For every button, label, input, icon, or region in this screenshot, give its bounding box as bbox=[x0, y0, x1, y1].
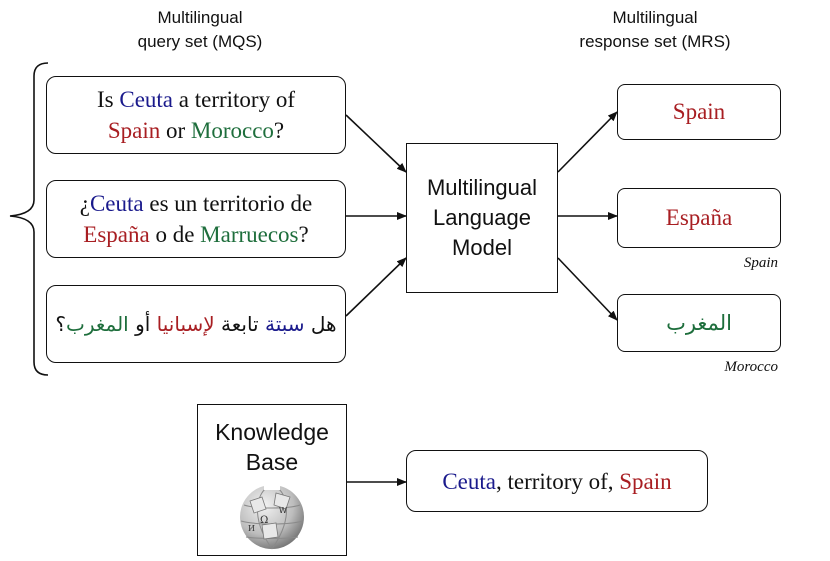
arrow-model-to-response-1 bbox=[557, 111, 618, 173]
mqs-brace bbox=[9, 62, 49, 376]
kb-label-line-1: Knowledge bbox=[215, 419, 329, 445]
mrs-header-line-2: response set (MRS) bbox=[579, 32, 731, 51]
query-line-0-segment-1: Ceuta bbox=[119, 87, 174, 112]
query-box-arabic: هل سبتة تابعة لإسبانيا أو المغرب؟ bbox=[46, 285, 346, 363]
arrow-query-3-to-model bbox=[345, 257, 407, 317]
triple-segment-2: Spain bbox=[619, 468, 672, 494]
query-line-0-segment-3: لإسبانيا bbox=[156, 311, 215, 336]
triple-segment-0: Ceuta bbox=[442, 468, 496, 494]
query-line-0-segment-2: تابعة bbox=[214, 311, 265, 336]
response-text: Spain bbox=[672, 99, 726, 124]
query-line-0-segment-2: a territory of bbox=[173, 87, 295, 112]
query-line-1: España o de Marruecos? bbox=[80, 219, 313, 250]
model-label-line-1: Multilingual bbox=[426, 175, 538, 200]
query-line-0: ¿Ceuta es un territorio de bbox=[80, 188, 313, 219]
response-text: المغرب bbox=[666, 311, 732, 335]
response-text: España bbox=[665, 205, 733, 230]
query-line-1-segment-3: ? bbox=[273, 118, 285, 143]
query-line-0-segment-2: es un territorio de bbox=[143, 191, 313, 216]
knowledge-base-box: Knowledge Base Ω W И bbox=[197, 404, 347, 556]
query-line-0-segment-4: أو bbox=[128, 311, 157, 336]
knowledge-triple-box: Ceuta, territory of, Spain bbox=[406, 450, 708, 512]
mqs-header-line-1: Multilingual bbox=[157, 8, 243, 27]
wikipedia-globe-icon: Ω W И bbox=[240, 483, 304, 550]
query-line-0-segment-1: Ceuta bbox=[89, 191, 144, 216]
mrs-header: Multilingual response set (MRS) bbox=[535, 6, 775, 54]
query-line-1-segment-0: Spain bbox=[107, 118, 161, 143]
arrow-model-to-response-3 bbox=[557, 257, 618, 321]
query-line-1-segment-2: Morocco bbox=[190, 118, 274, 143]
svg-text:Ω: Ω bbox=[260, 515, 268, 526]
model-label-line-3: Model bbox=[452, 235, 512, 260]
query-line-0-segment-0: Is bbox=[96, 87, 120, 112]
response-box-3: المغرب bbox=[617, 294, 781, 352]
mrs-header-line-1: Multilingual bbox=[612, 8, 698, 27]
mqs-header-line-2: query set (MQS) bbox=[137, 32, 263, 51]
query-line-0-segment-0: ¿ bbox=[79, 191, 90, 216]
model-label-line-2: Language bbox=[433, 205, 531, 230]
response-gloss-2: Spain bbox=[743, 255, 778, 271]
query-line-1-segment-1: o de bbox=[149, 222, 201, 247]
query-line-0-segment-0: هل bbox=[304, 311, 337, 336]
mqs-header: Multilingual query set (MQS) bbox=[80, 6, 320, 54]
query-text: هل سبتة تابعة لإسبانيا أو المغرب؟ bbox=[55, 309, 336, 340]
response-box-1: Spain bbox=[617, 84, 781, 140]
triple-text: Ceuta, territory of, Spain bbox=[442, 466, 671, 497]
query-line-1-segment-1: or bbox=[160, 118, 191, 143]
response-gloss-3: Morocco bbox=[724, 359, 778, 375]
triple-segment-1: , territory of, bbox=[496, 468, 620, 494]
query-line-0-segment-6: ؟ bbox=[55, 311, 66, 336]
query-line-0-segment-5: المغرب bbox=[66, 311, 129, 336]
query-line-0: هل سبتة تابعة لإسبانيا أو المغرب؟ bbox=[55, 309, 336, 340]
svg-text:W: W bbox=[279, 506, 287, 515]
query-line-1: Spain or Morocco? bbox=[97, 115, 295, 146]
query-line-1-segment-0: España bbox=[83, 222, 150, 247]
multilingual-language-model-box: Multilingual Language Model bbox=[406, 143, 558, 293]
response-box-2: España bbox=[617, 188, 781, 248]
query-line-0-segment-1: سبتة bbox=[264, 311, 305, 336]
query-line-1-segment-2: Marruecos bbox=[200, 222, 299, 247]
svg-text:И: И bbox=[248, 524, 255, 533]
query-line-0: Is Ceuta a territory of bbox=[97, 84, 295, 115]
kb-label-line-2: Base bbox=[245, 449, 299, 475]
query-line-1-segment-3: ? bbox=[298, 222, 309, 247]
arrow-query-1-to-model bbox=[345, 114, 407, 173]
